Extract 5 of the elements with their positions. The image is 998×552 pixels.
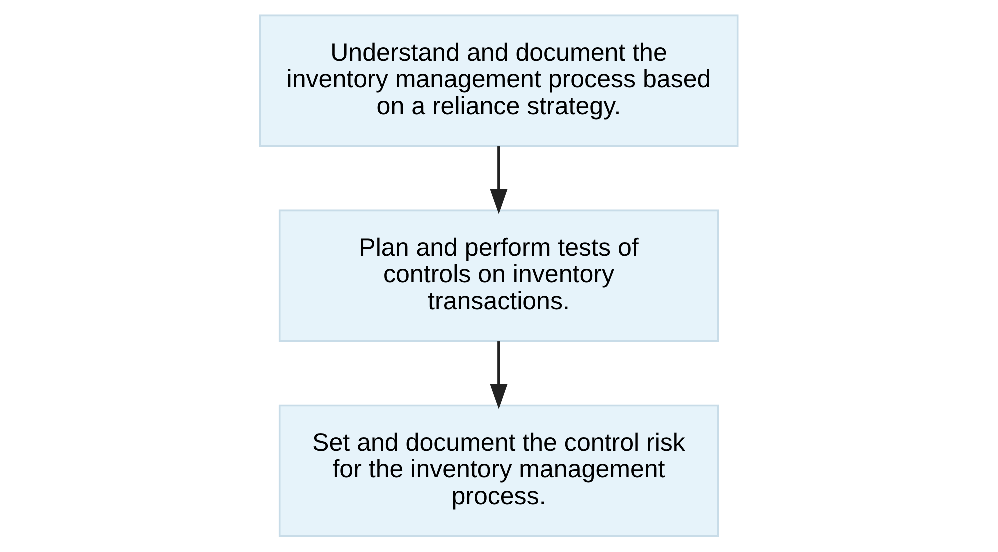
node-box: Understand and document the inventory management process based on a reliance strategy. (259, 14, 739, 148)
node-box: Plan and perform tests of controls on inventory transactions. (278, 210, 720, 342)
node-box: Set and document the control risk for the inventory management process. (278, 404, 720, 538)
arrow (490, 342, 508, 410)
arrow (490, 146, 508, 214)
